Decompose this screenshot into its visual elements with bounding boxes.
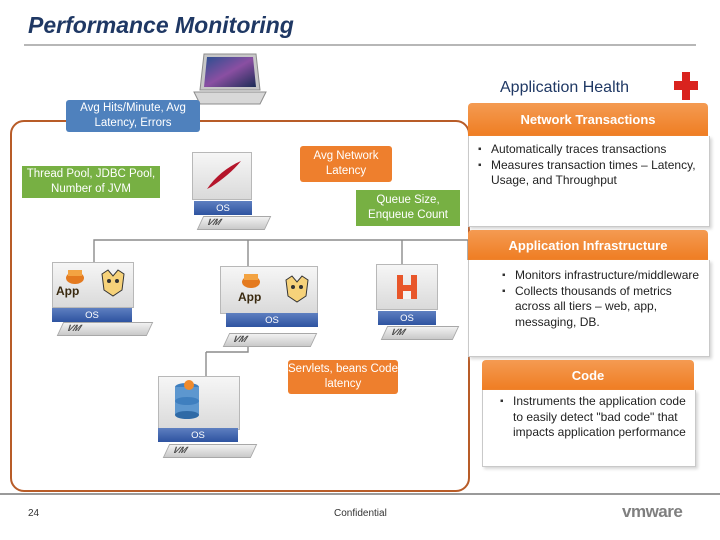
infra-item-monitors: Monitors infrastructure/middleware [502,268,709,284]
java-cup-icon [242,274,260,288]
page-number: 24 [28,508,40,519]
messaging-server-box [376,264,438,310]
infra-item-collects: Collects thousands of metrics across all… [502,284,709,331]
page-title: Performance Monitoring [28,12,294,38]
code-header: Code [482,360,694,390]
network-transactions-header: Network Transactions [468,103,708,136]
code-panel: Instruments the application code to easi… [482,390,696,467]
java-cup-icon [66,270,84,284]
vm-plate-database: VM [162,444,258,458]
vm-plate-left: VM [56,322,154,336]
feather-icon [207,161,241,189]
vm-plate-right: VM [380,326,460,340]
callout-queue-size: Queue Size, Enqueue Count [356,190,460,226]
confidential-label: Confidential [334,508,387,519]
database-icon [175,380,199,419]
app-infrastructure-header: Application Infrastructure [468,230,708,260]
app-server-middle: App [220,266,318,314]
app-label-left: App [56,284,80,298]
health-cross-icon [674,72,698,100]
code-item-instruments: Instruments the application code to easi… [500,394,691,441]
network-item-measure: Measures transaction times – Latency, Us… [478,158,709,189]
network-item-trace: Automatically traces transactions [478,142,709,158]
vmware-logo: vmware [622,502,683,521]
os-bar-left: OS [52,308,132,322]
callout-network-latency: Avg Network Latency [300,146,392,182]
os-bar-database: OS [158,428,238,442]
footer-divider [0,493,720,495]
application-health-label: Application Health [500,79,629,96]
os-bar-middle: OS [226,313,318,327]
title-divider [24,44,696,46]
os-bar-right: OS [378,311,436,325]
tomcat-icon [285,275,309,303]
web-server-box [192,152,252,200]
database-server-box [158,376,240,430]
callout-hits-latency: Avg Hits/Minute, Avg Latency, Errors [66,100,200,132]
callout-servlets: Servlets, beans Code latency [288,360,398,394]
os-bar-top: OS [194,201,252,215]
tomcat-icon [101,269,125,297]
vm-plate-middle: VM [222,333,318,347]
network-transactions-panel: Automatically traces transactions Measur… [468,136,710,227]
app-label-middle: App [238,290,262,304]
app-server-left: App [52,262,134,308]
messaging-icon [397,275,417,299]
app-infrastructure-panel: Monitors infrastructure/middleware Colle… [468,260,710,357]
callout-thread-pool: Thread Pool, JDBC Pool, Number of JVM [22,166,160,198]
vm-plate-top: VM [196,216,272,230]
